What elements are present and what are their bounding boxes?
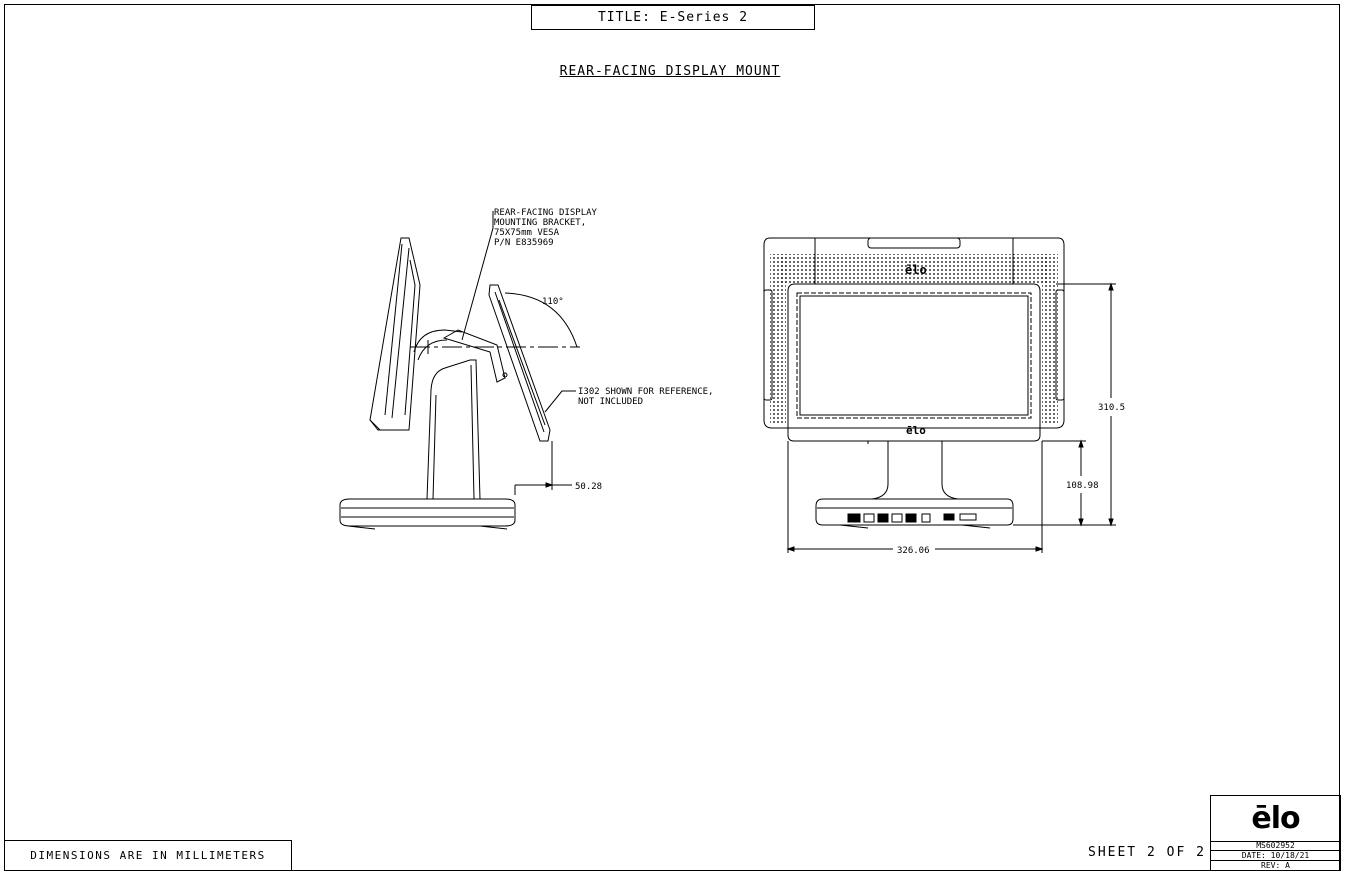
title-box: TITLE: E-Series 2 <box>531 5 815 30</box>
side-view <box>339 211 580 530</box>
angle-arc <box>504 292 578 348</box>
view-title: REAR-FACING DISPLAY MOUNT <box>559 64 781 79</box>
front-logo-bottom: ēlo <box>906 424 926 437</box>
drawing-title: TITLE: E-Series 2 <box>597 10 749 25</box>
dim-width-label: 326.06 <box>897 546 930 556</box>
angle-label: 110° <box>542 297 564 307</box>
units-note: DIMENSIONS ARE IN MILLIMETERS <box>30 849 266 862</box>
side-front-monitor <box>488 284 551 442</box>
dim-height-total-label: 310.5 <box>1098 403 1125 413</box>
dim-offset-label: 50.28 <box>575 482 602 492</box>
side-bracket <box>442 329 506 383</box>
rear-housing <box>763 237 1065 429</box>
drawing-frame <box>4 4 1340 871</box>
side-column <box>426 359 481 500</box>
drawing-date: DATE: 10/18/21 <box>1211 851 1340 861</box>
monitor-callout-line-1: I302 SHOWN FOR REFERENCE, <box>578 387 713 397</box>
drawing-number: MS602952 <box>1211 841 1340 851</box>
bracket-callout-line-1: REAR-FACING DISPLAY <box>494 208 598 218</box>
front-logo-top: ēlo <box>905 263 927 277</box>
title-block: ēlo MS602952 DATE: 10/18/21 REV: A <box>1210 795 1341 871</box>
io-ports <box>847 513 977 523</box>
elo-logo: ēlo <box>1211 796 1340 842</box>
bracket-callout-line-3: 75X75mm VESA <box>494 228 560 238</box>
units-note-box: DIMENSIONS ARE IN MILLIMETERS <box>4 840 292 871</box>
bracket-callout-line-4: P/N E835969 <box>494 238 554 248</box>
front-view <box>763 237 1116 553</box>
front-stand <box>871 441 959 500</box>
drawing-revision: REV: A <box>1261 861 1290 870</box>
side-rear-monitor <box>369 237 421 431</box>
dim-height-base-label: 108.98 <box>1066 481 1099 491</box>
side-base <box>339 498 516 527</box>
sheet-number: SHEET 2 OF 2 <box>1088 845 1206 860</box>
front-base <box>815 498 1014 526</box>
monitor-callout-line-2: NOT INCLUDED <box>578 397 643 407</box>
bracket-callout-line-2: MOUNTING BRACKET, <box>494 218 586 228</box>
front-monitor <box>787 283 1041 442</box>
